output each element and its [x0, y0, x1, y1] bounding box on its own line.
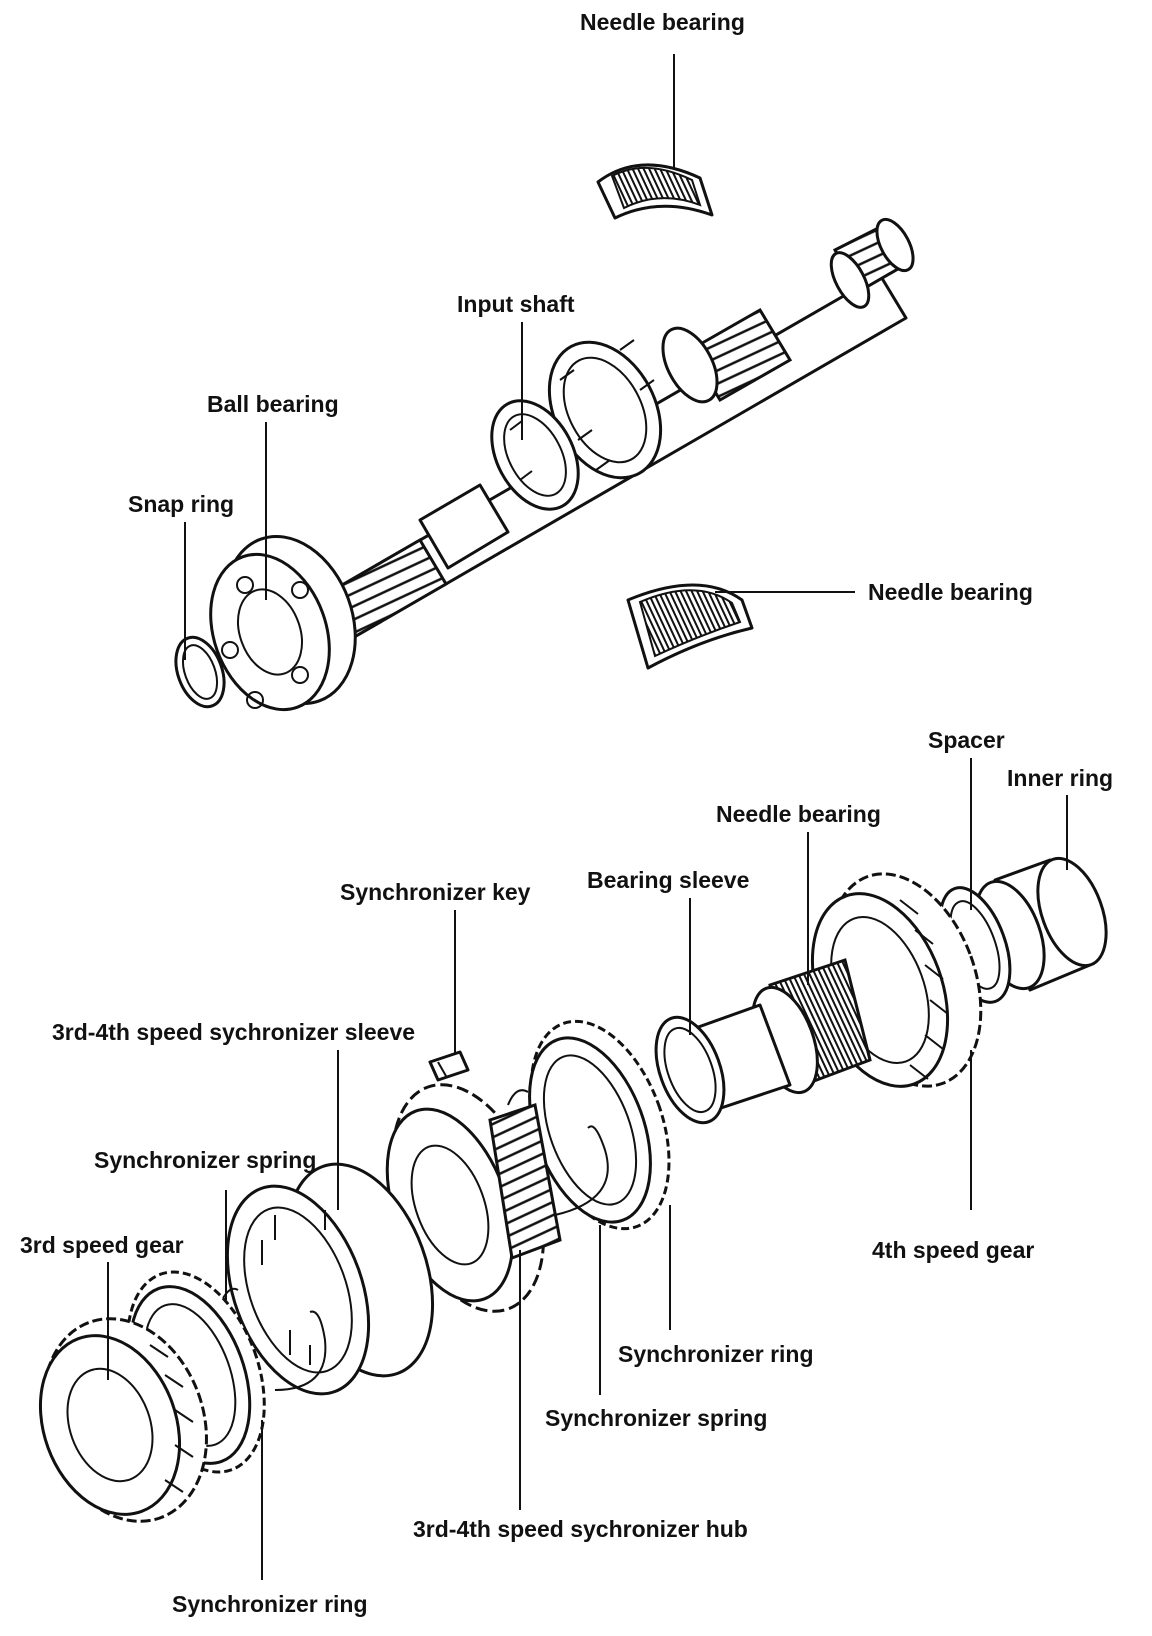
label-needle-bearing-lower: Needle bearing [716, 801, 881, 827]
label-spacer: Spacer [928, 727, 1005, 753]
bearing-sleeve-part [654, 1003, 792, 1125]
input-shaft-assembly [174, 163, 915, 712]
input-shaft-part [327, 217, 915, 639]
label-sync-hub: 3rd-4th speed sychronizer hub [413, 1516, 748, 1542]
countershaft-assembly [38, 856, 1108, 1523]
synchronizer-spring-right-part [507, 1089, 609, 1216]
label-fourth-speed-gear: 4th speed gear [872, 1237, 1034, 1263]
label-snap-ring: Snap ring [128, 491, 234, 517]
synchronizer-spring-left-part [221, 1287, 327, 1391]
label-sync-ring-bottom: Synchronizer ring [172, 1591, 368, 1617]
label-sync-sleeve: 3rd-4th speed sychronizer sleeve [52, 1019, 415, 1045]
label-needle-bearing-mid: Needle bearing [868, 579, 1033, 605]
label-sync-spring-left: Synchronizer spring [94, 1147, 316, 1173]
label-needle-bearing-top: Needle bearing [580, 9, 745, 35]
label-bearing-sleeve: Bearing sleeve [587, 867, 749, 893]
third-speed-gear-part [38, 1317, 208, 1523]
ball-bearing-part [209, 534, 357, 712]
label-third-speed-gear: 3rd speed gear [20, 1232, 184, 1258]
part-labels: Needle bearing Input shaft Ball bearing … [20, 9, 1113, 1617]
synchronizer-key-part [428, 1050, 470, 1082]
label-inner-ring: Inner ring [1007, 765, 1113, 791]
needle-bearing-mid-part [626, 583, 754, 670]
snap-ring-part [174, 635, 226, 709]
needle-bearing-top-part [596, 163, 714, 220]
label-synchronizer-key: Synchronizer key [340, 879, 531, 905]
leader-lines [107, 54, 1068, 1580]
label-sync-ring-right: Synchronizer ring [618, 1341, 814, 1367]
synchronizer-sleeve-part [225, 1162, 435, 1396]
label-ball-bearing: Ball bearing [207, 391, 339, 417]
label-sync-spring-right: Synchronizer spring [545, 1405, 767, 1431]
label-input-shaft: Input shaft [457, 291, 575, 317]
